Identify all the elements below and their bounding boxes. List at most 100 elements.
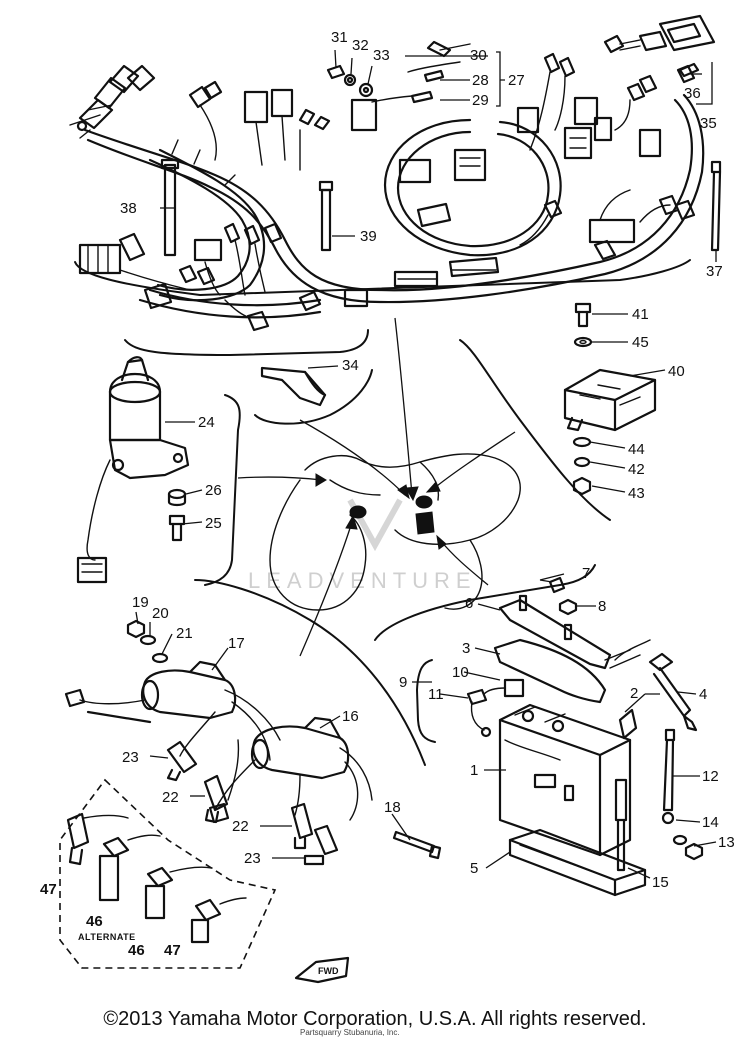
callout-46a: 46 — [86, 913, 103, 930]
part-17-ignition-coil — [64, 660, 281, 761]
callout-47b: 47 — [164, 942, 181, 959]
callout-23b: 23 — [244, 850, 261, 867]
callout-32: 32 — [352, 37, 369, 54]
callout-40: 40 — [668, 363, 685, 380]
part-14-washer — [672, 834, 688, 846]
watermark-text: LEADVENTURE — [248, 568, 477, 593]
frame-outline — [269, 453, 521, 611]
callout-44: 44 — [628, 441, 645, 458]
part-42-lock-washer — [573, 456, 591, 468]
callout-15: 15 — [652, 874, 669, 891]
part-21-washer — [151, 652, 169, 664]
part-3-battery-cover — [493, 638, 607, 704]
callout-4: 4 — [699, 686, 707, 703]
part-43-nut — [572, 476, 592, 496]
wire-harness — [69, 14, 722, 332]
callout-12: 12 — [702, 768, 719, 785]
callout-33: 33 — [373, 47, 390, 64]
callout-2: 2 — [630, 685, 638, 702]
callout-28: 28 — [472, 72, 489, 89]
callout-41: 41 — [632, 306, 649, 323]
alternate-label: ALTERNATE — [78, 932, 136, 942]
callout-30: 30 — [470, 47, 487, 64]
part-7-bolt — [548, 576, 566, 594]
part-20-lock-washer — [139, 634, 157, 646]
callout-11: 11 — [428, 686, 444, 703]
callout-numbers: 31 32 33 30 28 27 29 36 35 38 39 37 34 4… — [40, 29, 735, 959]
callout-39: 39 — [360, 228, 377, 245]
part-11-fuse — [466, 688, 492, 738]
callout-13: 13 — [718, 834, 735, 851]
callout-27: 27 — [508, 72, 525, 89]
group-bracket-coils — [194, 579, 426, 766]
part-8-nut — [558, 598, 578, 616]
group-bracket-40 — [459, 339, 611, 521]
part-23-plug-cap-upper — [166, 740, 198, 782]
callout-38: 38 — [120, 200, 137, 217]
callout-22a: 22 — [162, 789, 179, 806]
fwd-arrow: FWD — [294, 956, 350, 984]
callout-14: 14 — [702, 814, 719, 831]
copyright-text: ©2013 Yamaha Motor Corporation, U.S.A. A… — [103, 1008, 647, 1030]
part-18-bolt — [392, 830, 442, 860]
part-15-vent-tube — [614, 778, 628, 872]
callout-22b: 22 — [232, 818, 249, 835]
part-2-plate — [618, 708, 638, 740]
part-34-bracket — [260, 366, 327, 407]
callout-19: 19 — [132, 594, 149, 611]
part-26-collar — [167, 488, 187, 507]
callout-17: 17 — [228, 635, 245, 652]
callout-16: 16 — [342, 708, 359, 725]
part-45-washer — [573, 336, 593, 348]
fwd-label: FWD — [318, 966, 339, 976]
part-25-bolt — [168, 514, 186, 542]
part-44-washer — [572, 436, 592, 448]
callout-42: 42 — [628, 461, 645, 478]
callout-34: 34 — [342, 357, 359, 374]
sub-credit-text: Partsquarry Stubanuria, Inc. — [300, 1028, 400, 1037]
harness-bracket — [74, 259, 691, 297]
group-bracket-main — [124, 329, 369, 357]
part-22-plug-cap-lower — [290, 802, 314, 850]
callout-43: 43 — [628, 485, 645, 502]
part-4-battery-lead — [648, 652, 698, 732]
part-13-nut — [684, 842, 704, 861]
group-bracket-battery — [374, 564, 596, 641]
callout-21: 21 — [176, 625, 193, 642]
callout-35: 35 — [700, 115, 717, 132]
watermark: LEADVENTURE — [248, 498, 477, 593]
part-24-main-switch — [76, 356, 190, 584]
part-40-relay — [563, 368, 657, 432]
callout-18: 18 — [384, 799, 401, 816]
callout-47a: 47 — [40, 881, 57, 898]
group-bracket-9 — [415, 659, 436, 743]
part-41-screw — [574, 302, 592, 328]
callout-23a: 23 — [122, 749, 139, 766]
callout-26: 26 — [205, 482, 222, 499]
callout-10: 10 — [452, 664, 469, 681]
leader-arrows — [237, 317, 516, 657]
part-16-ignition-coil — [208, 716, 373, 824]
part-5-battery-tray — [508, 828, 647, 897]
callout-1: 1 — [470, 762, 478, 779]
callout-20: 20 — [152, 605, 169, 622]
part-6-battery-band — [498, 594, 651, 670]
callout-6: 6 — [465, 595, 473, 612]
callout-25: 25 — [205, 515, 222, 532]
part-12-battery-cable — [661, 728, 676, 825]
alternate-group — [59, 778, 277, 969]
callout-leaders — [135, 49, 717, 879]
callout-45: 45 — [632, 334, 649, 351]
part-22-plug-cap-upper — [203, 774, 229, 824]
callout-37: 37 — [706, 263, 723, 280]
part-19-nut — [126, 619, 146, 639]
part-23-plug-cap-lower — [303, 824, 339, 866]
callout-9: 9 — [399, 674, 407, 691]
callout-5: 5 — [470, 860, 478, 877]
callout-31: 31 — [331, 29, 348, 46]
callout-7: 7 — [582, 565, 590, 582]
callout-24: 24 — [198, 414, 215, 431]
callout-29: 29 — [472, 92, 489, 109]
callout-3: 3 — [462, 640, 470, 657]
